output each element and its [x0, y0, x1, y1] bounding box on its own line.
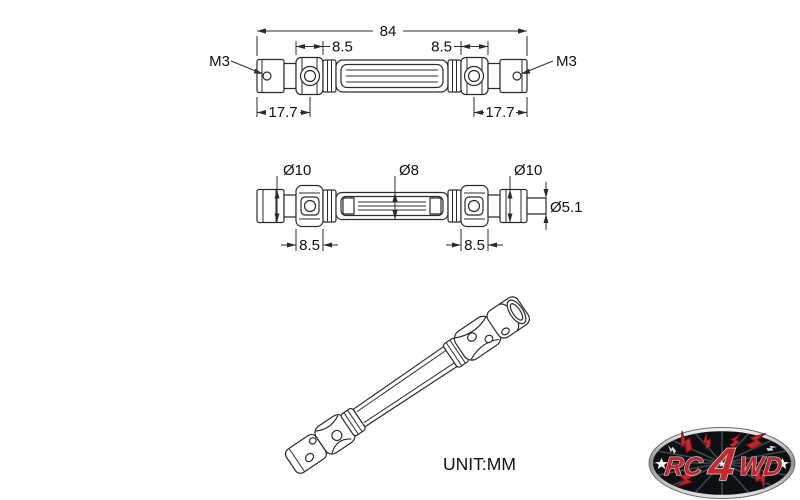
dim-yoke-width-side-left: 8.5	[281, 229, 338, 254]
dim-cup-dia-left: Ø10	[274, 162, 311, 223]
callout-thread-left: M3	[209, 53, 263, 74]
dim-8p5-side-right-label: 8.5	[464, 237, 485, 254]
dia8-label: Ø8	[399, 162, 419, 179]
setscrew-hole-right	[512, 71, 522, 81]
setscrew-hole-left	[262, 71, 272, 81]
dim-17p7-right-label: 17.7	[485, 104, 514, 121]
thread-label-left: M3	[209, 53, 230, 70]
logo-text-wd: WD	[737, 451, 784, 481]
front-view: 84 8.5 8.5 M3	[209, 23, 577, 121]
iso-tube	[352, 344, 460, 428]
dim-yoke-width-left: 8.5	[295, 39, 353, 56]
dim-end-length-right: 17.7	[473, 97, 528, 121]
dim-overall-length: 84	[256, 23, 528, 56]
dim-end-length-left: 17.7	[256, 97, 311, 121]
side-view-driveshaft	[256, 184, 547, 228]
dim-8p5-front-left-label: 8.5	[332, 39, 353, 56]
dim-output-shaft-dia: Ø5.1	[543, 182, 583, 230]
ujoint-pin-right	[467, 199, 481, 213]
iso-view	[284, 296, 530, 474]
side-view: Ø10 Ø8 Ø10 Ø5.1	[256, 162, 583, 254]
dim-8p5-front-right-label: 8.5	[431, 39, 452, 56]
dia10-right-label: Ø10	[514, 162, 542, 179]
callout-thread-right: M3	[521, 53, 577, 74]
dim-84-label: 84	[380, 23, 397, 40]
dia5p1-label: Ø5.1	[550, 199, 583, 216]
iso-cup-left	[284, 433, 327, 474]
dim-8p5-side-left-label: 8.5	[299, 237, 320, 254]
rc4wd-logo: RC 4 WD	[648, 426, 796, 499]
dia10-left-label: Ø10	[283, 162, 311, 179]
logo-sunburst	[653, 431, 791, 495]
dim-yoke-width-side-right: 8.5	[446, 229, 503, 254]
output-shaft-stub	[526, 197, 547, 215]
unit-label: UNIT:MM	[443, 454, 516, 474]
logo-text-rc: RC	[663, 451, 705, 481]
dim-cup-dia-right: Ø10	[507, 162, 542, 223]
dim-17p7-left-label: 17.7	[268, 104, 297, 121]
dim-tube-dia: Ø8	[392, 162, 419, 220]
thread-label-right: M3	[556, 53, 577, 70]
ujoint-pin-left	[303, 199, 317, 213]
dim-yoke-width-right: 8.5	[431, 39, 489, 56]
front-view-driveshaft	[256, 56, 528, 96]
